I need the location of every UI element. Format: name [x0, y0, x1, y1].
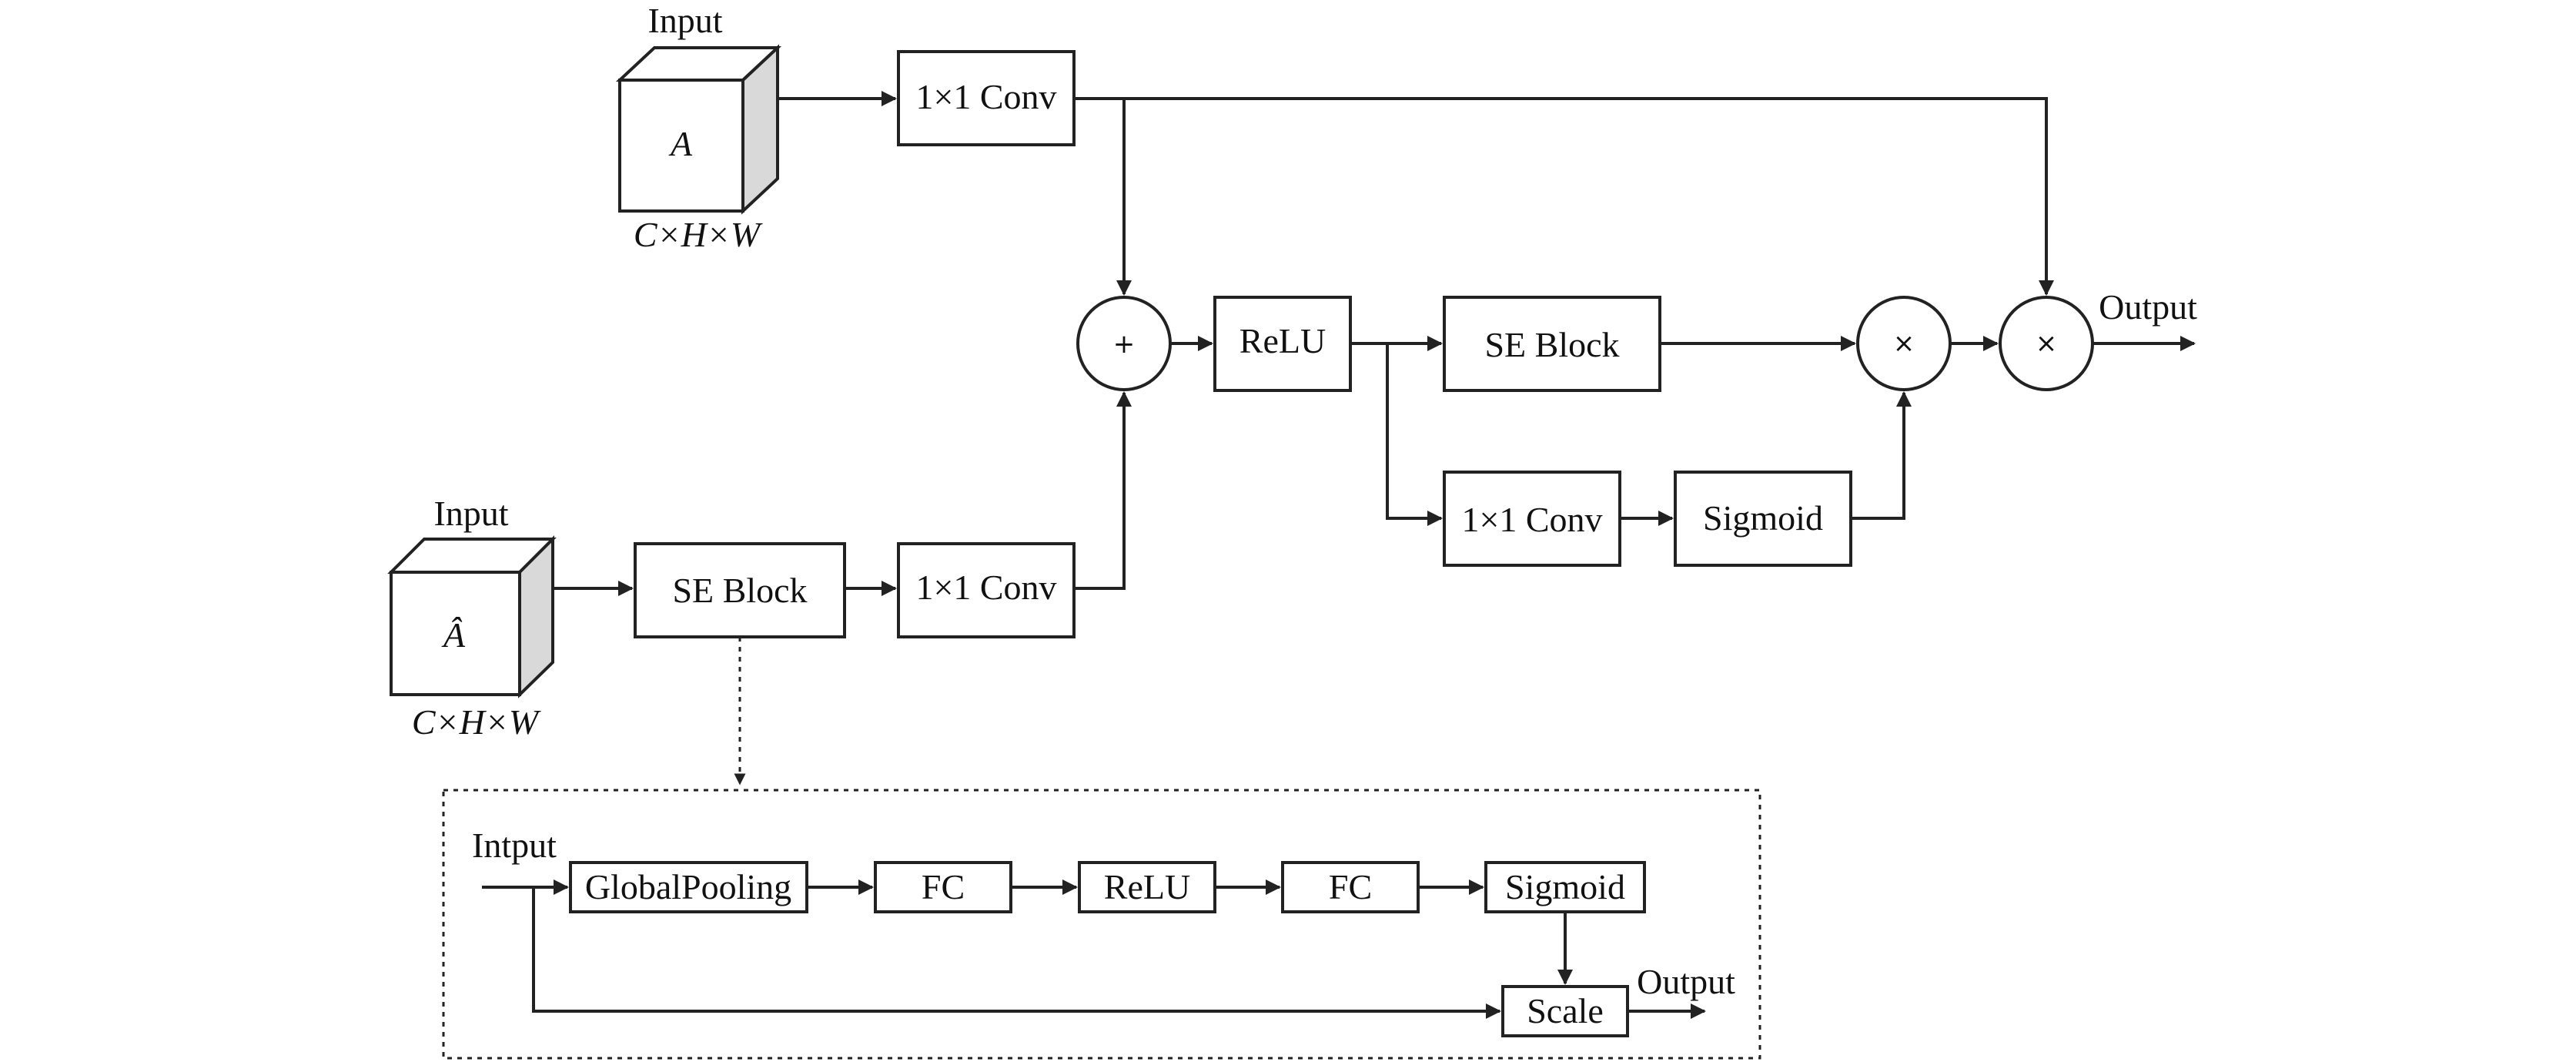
add-node-label: + — [1113, 329, 1136, 360]
global-pooling-box — [569, 861, 808, 913]
bottom-input-tensor: Â — [441, 615, 466, 655]
se-block-right-label: SE Block — [1484, 325, 1619, 364]
fc2-label: FC — [1329, 867, 1372, 906]
input-cube-bottom — [387, 535, 557, 699]
input-cube-top — [615, 44, 782, 215]
main-connectors — [553, 91, 2196, 786]
relu-label: ReLU — [1239, 321, 1326, 360]
main-output-label: Output — [2099, 287, 2197, 327]
se-detail-output-label: Output — [1637, 962, 1735, 1001]
se-detail-panel — [442, 789, 1761, 1060]
bottom-input-title: Input — [433, 494, 508, 533]
se-detail-input-label: Intput — [472, 826, 557, 865]
top-input-title: Input — [647, 1, 722, 40]
se-detail-connectors — [482, 879, 1706, 1019]
multiply-node-1-label: × — [1893, 328, 1915, 359]
se-block-left-label: SE Block — [672, 571, 807, 610]
se-block-left-box — [634, 542, 846, 638]
sigmoid-label: Sigmoid — [1703, 498, 1823, 538]
fc2-box — [1281, 861, 1420, 913]
se-sigmoid-label: Sigmoid — [1505, 867, 1625, 906]
conv-bottom-label: 1×1 Conv — [915, 568, 1056, 607]
conv-branch-label: 1×1 Conv — [1461, 500, 1602, 539]
multiply-node-2-label: × — [2036, 328, 2058, 359]
top-input-tensor: A — [668, 124, 693, 163]
sigmoid-box — [1674, 471, 1852, 567]
bottom-input-shape: C×H×W — [412, 702, 541, 742]
se-relu-box — [1078, 861, 1216, 913]
top-input-shape: C×H×W — [634, 215, 763, 254]
global-pooling-label: GlobalPooling — [585, 867, 791, 906]
se-block-right-box — [1443, 296, 1661, 392]
fc1-box — [874, 861, 1012, 913]
se-relu-label: ReLU — [1104, 867, 1190, 906]
conv-top-label: 1×1 Conv — [915, 77, 1056, 116]
fc1-label: FC — [922, 867, 965, 906]
scale-label: Scale — [1527, 991, 1604, 1030]
conv-bottom-box — [897, 542, 1076, 638]
